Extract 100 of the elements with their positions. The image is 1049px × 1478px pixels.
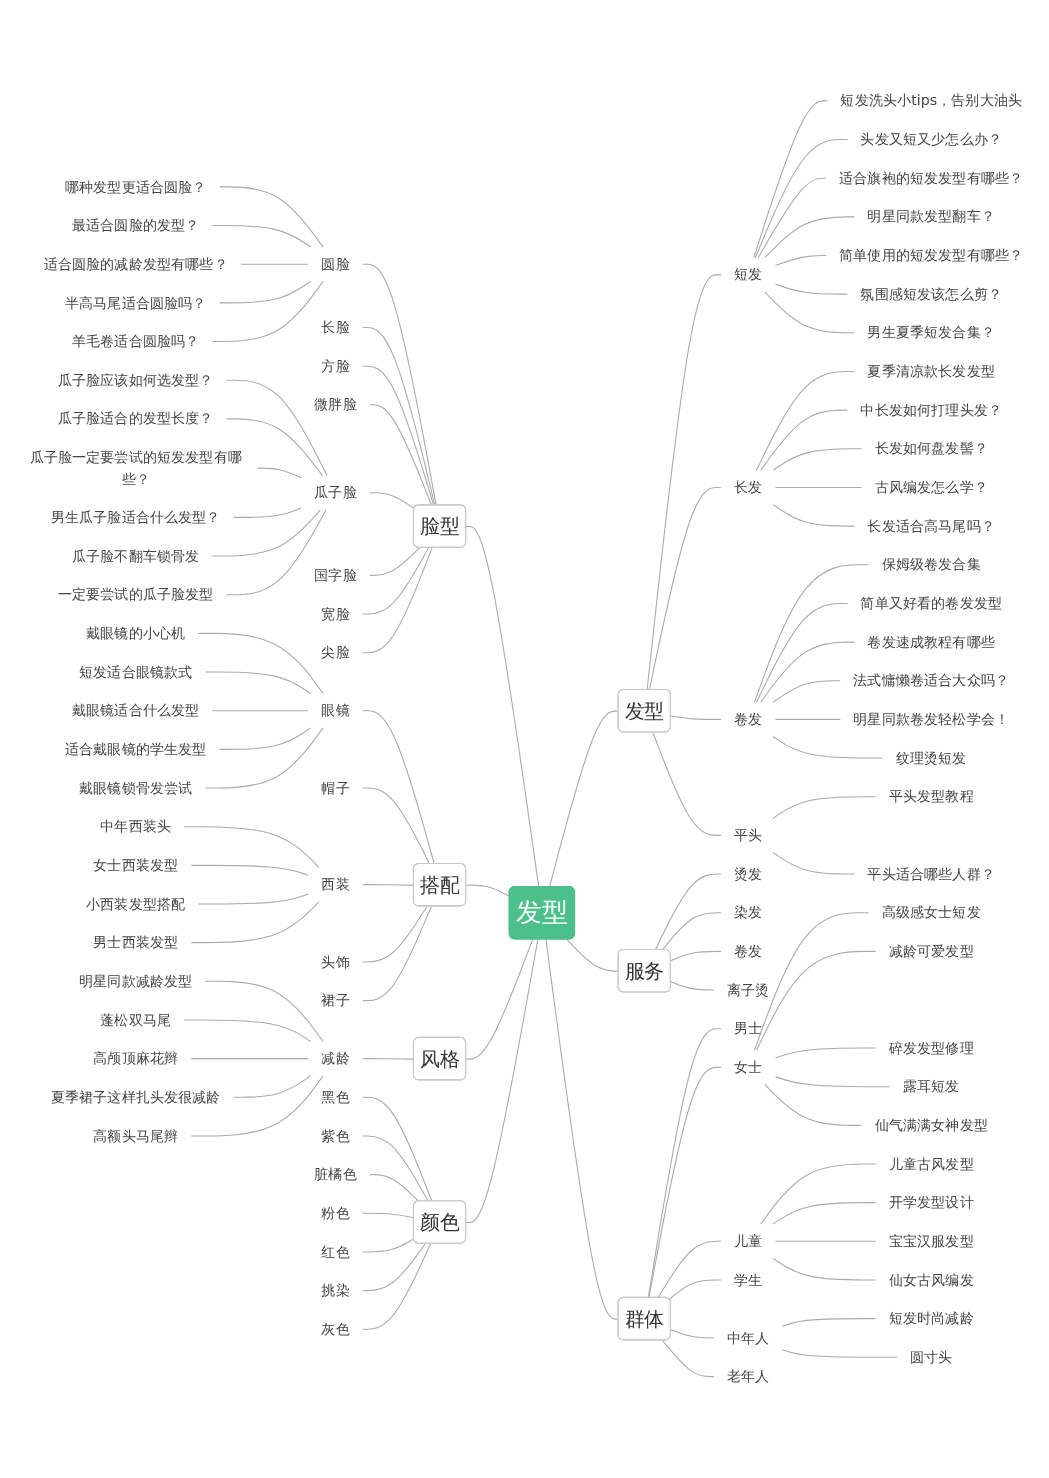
connector [218, 186, 324, 248]
connector [648, 487, 722, 691]
node-text: 明星同款卷发轻松学会！ [852, 711, 1009, 728]
connector [774, 1076, 890, 1088]
connector [668, 1279, 722, 1301]
node-text: 头饰 [320, 953, 350, 971]
node-text: 戴眼镜锁骨发尝试 [78, 779, 192, 797]
connector [361, 1238, 414, 1253]
node-text: 紫色 [320, 1127, 350, 1145]
node-text: 长发 [733, 479, 762, 496]
node-text: 保姆级卷发合集 [881, 556, 981, 573]
connector [755, 371, 855, 472]
connector [772, 504, 855, 527]
connector [368, 492, 415, 510]
node-text: 适合旗袍的短发发型有哪些？ [838, 169, 1023, 187]
connector [759, 641, 855, 704]
connector [774, 1241, 876, 1243]
connector [211, 509, 321, 557]
node-text: 染发 [733, 904, 762, 921]
node-text: 方脸 [320, 357, 350, 375]
connector [774, 719, 841, 721]
connector [197, 633, 324, 695]
node-text: 圆脸 [320, 256, 350, 273]
connector [361, 547, 429, 615]
node-text: 尖脸 [320, 644, 350, 661]
node-text: 碎发发型修理 [888, 1039, 974, 1057]
connector [774, 255, 827, 267]
node-text: 氛围感短发该怎么剪？ [859, 285, 1002, 303]
node-text: 短发适合眼镜款式 [78, 663, 192, 681]
node-text: 短发 [733, 266, 762, 283]
connector [218, 281, 311, 304]
node-text: 长发适合高马尾吗？ [866, 517, 995, 535]
connector [361, 1243, 431, 1331]
node-text: 平头发型教程 [888, 788, 974, 805]
connector [183, 826, 319, 869]
connector [190, 1075, 324, 1137]
connector [757, 177, 827, 259]
connector [754, 139, 848, 259]
node-text: 高颅顶麻花辫 [92, 1050, 178, 1067]
connector [225, 418, 323, 477]
node-text: 头发又短又少怎么办？ [859, 131, 1002, 148]
node-text: 裙子 [320, 992, 350, 1009]
node-text: 瓜子脸一定要尝试的短发发型有哪些？ [29, 449, 242, 487]
node-text: 瓜子脸不翻车锁骨发 [71, 547, 199, 565]
connector [361, 1097, 432, 1203]
connector [753, 564, 869, 704]
connector [763, 216, 855, 259]
node-text: 中年西装头 [99, 818, 171, 835]
node-text: 灰色 [320, 1321, 350, 1338]
connector [225, 379, 327, 477]
connector [361, 906, 427, 963]
node-text: 老年人 [726, 1368, 769, 1385]
connector [774, 283, 848, 295]
node-text: 减龄可爱发型 [888, 943, 974, 960]
node-text: 明星同款减龄发型 [78, 973, 192, 990]
connector [669, 715, 722, 721]
node-text: 学生 [733, 1271, 762, 1289]
connector [772, 736, 883, 759]
connector [772, 1258, 876, 1281]
connector [781, 1318, 876, 1327]
node-text: 卷发速成教程有哪些 [866, 633, 995, 651]
connector [361, 365, 434, 507]
connector [204, 981, 324, 1043]
connector [774, 1047, 876, 1059]
node-text: 适合圆脸的减龄发型有哪些？ [43, 256, 228, 273]
connector [211, 281, 324, 343]
node-text: 夏季清凉款长发发型 [866, 363, 995, 380]
connector [781, 1349, 897, 1359]
node-text: 西装 [320, 876, 350, 893]
connector [465, 526, 539, 888]
connector [211, 710, 309, 712]
connector [232, 507, 302, 519]
node-text: 哪种发型更适合圆脸？ [64, 178, 206, 196]
node-text: 离子烫 [726, 981, 769, 999]
connector [204, 671, 311, 695]
connector [361, 547, 433, 654]
node-text: 卷发 [733, 711, 762, 728]
node-text: 中长发如何打理头发？ [859, 401, 1002, 419]
node-text: 男生瓜子脸适合什么发型？ [50, 509, 221, 526]
node-text: 圆寸头 [909, 1349, 952, 1366]
node-text: 宽脸 [320, 605, 350, 623]
node-text: 国字脸 [313, 567, 357, 584]
node-text: 平头 [733, 827, 762, 844]
connector [755, 951, 876, 1051]
connector [755, 603, 848, 704]
connector [211, 225, 311, 248]
connector [239, 263, 309, 265]
connector [646, 274, 722, 691]
connector [361, 906, 432, 1002]
node-text: 长发如何盘发髻？ [874, 440, 988, 457]
node-text: 短发时尚减龄 [888, 1310, 974, 1327]
node-text: 长脸 [320, 319, 350, 336]
node-text: 高级感女士短发 [881, 904, 981, 921]
node-text: 小西装发型搭配 [85, 895, 185, 913]
node-text: 适合戴眼镜的学生发型 [64, 741, 206, 758]
connector [204, 727, 324, 789]
connector [752, 100, 828, 259]
connector [361, 787, 430, 865]
node-text: 简单又好看的卷发发型 [859, 595, 1002, 612]
node-text: 露耳短发 [902, 1078, 960, 1095]
